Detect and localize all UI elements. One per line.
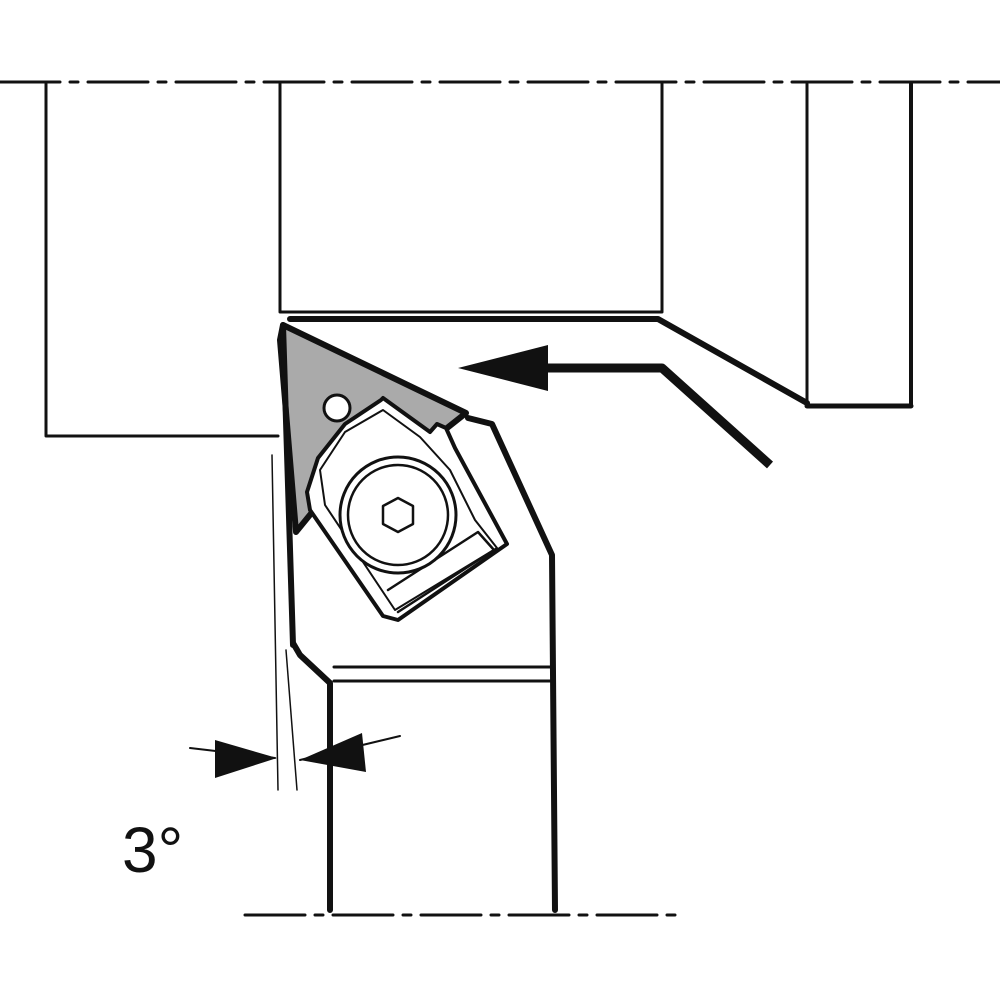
dimension-extension-line-2 [285,649,298,791]
clamp-inner-body [319,409,498,611]
holder-head-contour [465,415,558,913]
angle-label: 3° [122,814,184,886]
locating-pin [322,393,352,423]
chip-flow-arrowhead [458,345,548,391]
screw-head-inner [346,463,450,567]
dimension-arrowhead-right [300,733,366,772]
screw-head-outer [338,455,458,575]
hex-socket [381,496,415,534]
pocket-top-edge [287,316,810,406]
dimension-arrowhead-left [215,740,277,778]
chip-flow-arrow-line [545,363,774,469]
holder-shank-left [290,640,333,913]
insert-tip-edge [280,322,296,648]
workpiece-left-block [44,82,280,438]
holder-body-top [278,82,664,314]
dimension-extension-line-1 [271,454,279,791]
